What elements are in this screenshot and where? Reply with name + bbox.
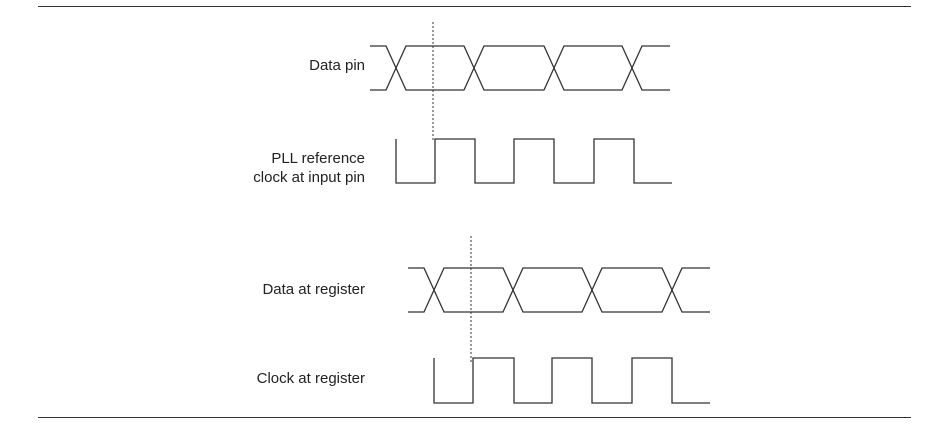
top-rule [38, 6, 911, 7]
label-clock-at-register: Clock at register [257, 369, 365, 388]
label-data-at-register-line-1: Data at register [262, 281, 365, 298]
pll-ref-clock-wave [395, 138, 672, 184]
data-at-register-wave-b [408, 267, 710, 313]
label-data-pin-line-1: Data pin [309, 57, 365, 74]
label-pll-reference-clock: PLL reference clock at input pin [253, 149, 365, 187]
label-data-at-register: Data at register [262, 280, 365, 299]
label-clock-at-register-line-1: Clock at register [256, 370, 365, 387]
data-pin-wave-a [370, 45, 670, 91]
data-pin-wave-b [370, 45, 670, 91]
data-at-register-wave-a [408, 267, 710, 313]
label-data-pin: Data pin [309, 56, 365, 75]
clock-at-register-wave [433, 357, 710, 404]
waveform-layer [370, 22, 710, 404]
label-pll-reference-clock-line-1: PLL reference [271, 150, 365, 167]
bottom-rule [38, 417, 911, 418]
label-pll-reference-clock-line-2: clock at input pin [253, 169, 365, 186]
